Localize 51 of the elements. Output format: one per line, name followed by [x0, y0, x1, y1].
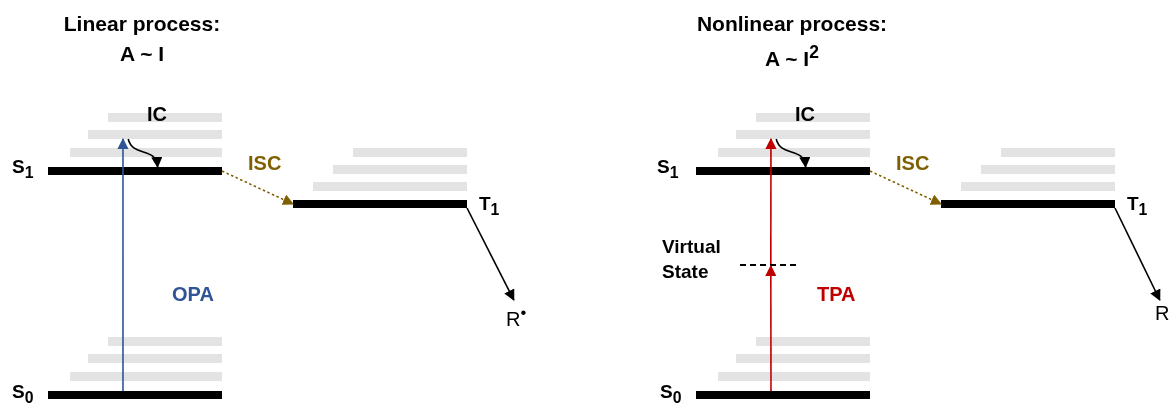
panel-title: Nonlinear process:: [696, 12, 888, 37]
level-label: S$_{0}$: [660, 381, 682, 405]
vibrational-level: [718, 372, 870, 381]
formula: A ~ I$^{2}$: [765, 42, 819, 72]
energy-level: [48, 391, 222, 399]
energy-level: [48, 167, 222, 175]
energy-level: [941, 200, 1115, 208]
arrow: [127, 138, 162, 169]
virtual-state-line: [740, 264, 796, 266]
vibrational-level: [88, 130, 222, 139]
level-label: S$_{1}$: [657, 156, 679, 182]
state-label: R: [1155, 300, 1170, 326]
energy-level: [696, 391, 870, 399]
vibrational-level: [70, 372, 222, 381]
vibrational-level: [70, 148, 222, 157]
edge-label: IC: [795, 103, 815, 126]
edge-label: ISC: [248, 152, 282, 175]
edge-label: ISC: [896, 152, 930, 175]
edge-label: OPA: [172, 283, 214, 306]
panel-title: Linear process:: [63, 12, 221, 37]
state-label: R$^{•}$: [506, 300, 527, 332]
formula: A ~ I: [119, 42, 165, 67]
vibrational-level: [718, 148, 870, 157]
level-label: T$_{1}$: [479, 193, 500, 219]
vibrational-level: [736, 130, 870, 139]
arrow: [775, 138, 810, 169]
energy-level: [696, 167, 870, 175]
vibrational-level: [961, 182, 1115, 191]
vibrational-level: [88, 354, 222, 363]
arrow: [765, 264, 777, 392]
vibrational-level: [1001, 148, 1115, 157]
energy-level: [293, 200, 467, 208]
vibrational-level: [756, 337, 870, 346]
arrow: [765, 137, 777, 265]
arrow: [221, 170, 294, 205]
vibrational-level: [108, 337, 222, 346]
arrow: [117, 137, 129, 392]
level-label: S$_{1}$: [12, 156, 34, 182]
arrow: [1114, 207, 1161, 301]
vibrational-level: [981, 165, 1115, 174]
vibrational-level: [736, 354, 870, 363]
level-label: T$_{1}$: [1127, 193, 1148, 219]
arrow: [466, 207, 515, 301]
vibrational-level: [313, 182, 467, 191]
edge-label: TPA: [817, 283, 856, 306]
edge-label: IC: [147, 103, 167, 126]
arrow: [869, 170, 942, 205]
level-label: Virtual State: [662, 235, 722, 284]
level-label: S$_{0}$: [12, 381, 34, 405]
vibrational-level: [353, 148, 467, 157]
vibrational-level: [333, 165, 467, 174]
